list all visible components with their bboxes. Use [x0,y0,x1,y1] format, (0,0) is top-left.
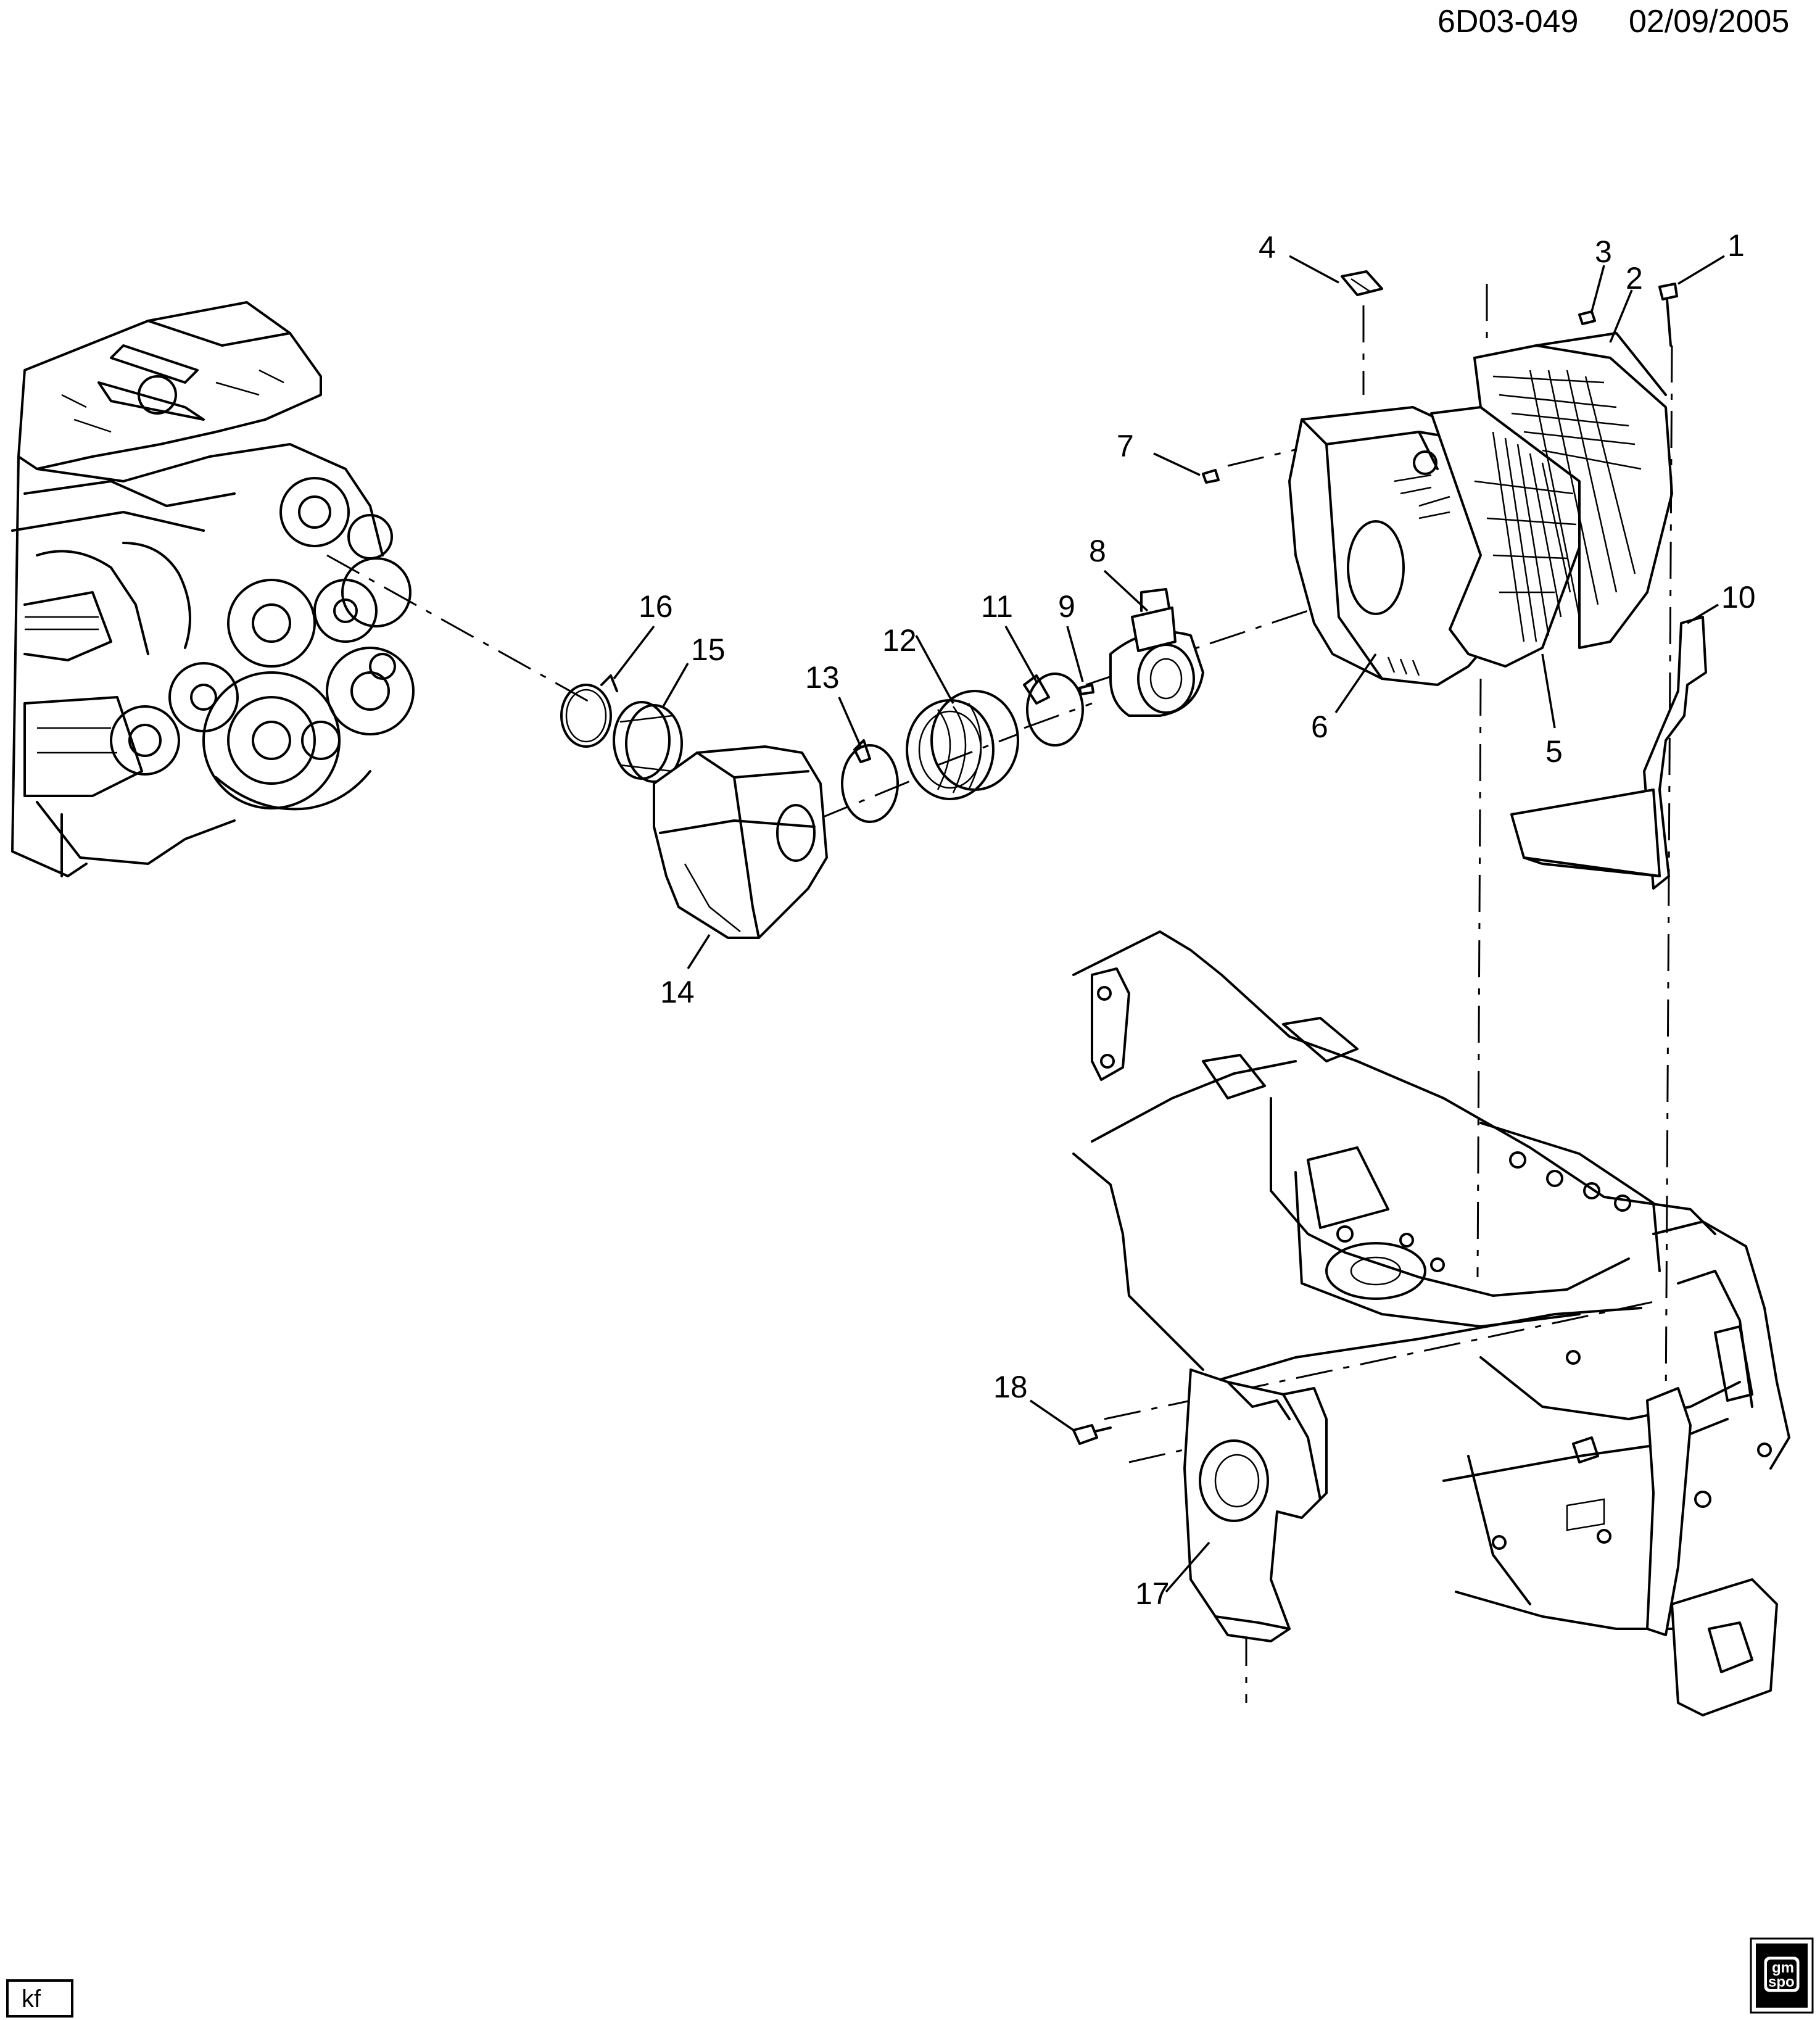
gm-spo-logo-icon: gm spo [1750,1937,1814,2014]
callout-labels: 1 2 3 4 5 6 7 8 9 10 11 12 13 14 15 16 1… [639,228,1756,1611]
callout-8: 8 [1089,534,1106,568]
callout-10: 10 [1721,580,1756,615]
callout-3: 3 [1595,234,1612,269]
diagram-code: 6D03-049 [1437,4,1578,39]
bracket-10 [1510,616,1707,890]
callout-5: 5 [1545,734,1563,769]
air-duct-17 [1072,1301,1654,1703]
callout-4: 4 [1259,230,1276,265]
logo-line-2: spo [1768,1974,1795,1990]
callout-14: 14 [660,975,695,1009]
engine-illustration [11,301,415,877]
air-cleaner-assembly [1202,270,1678,1407]
callout-18: 18 [993,1370,1028,1404]
callout-17: 17 [1135,1576,1170,1611]
logo-line-1: gm [1772,1960,1794,1976]
callout-11: 11 [981,589,1013,624]
intake-assembly [326,434,1383,939]
callout-1: 1 [1727,228,1745,263]
author-badge [6,1979,73,2018]
callout-2: 2 [1626,261,1643,296]
callout-15: 15 [691,632,726,667]
callout-9: 9 [1058,589,1075,624]
callout-6: 6 [1311,710,1328,744]
callout-7: 7 [1117,429,1134,463]
callout-12: 12 [882,623,917,658]
author-initials: kf [22,1985,41,2013]
callout-leaders [613,255,1725,1593]
callout-16: 16 [639,589,673,624]
footer: kf gm spo [6,1937,1814,2018]
diagram-date: 02/09/2005 [1629,4,1789,39]
diagram-header: 6D03-049 02/09/2005 [1437,4,1789,39]
callout-13: 13 [805,660,840,695]
body-structure [1072,678,1790,1716]
